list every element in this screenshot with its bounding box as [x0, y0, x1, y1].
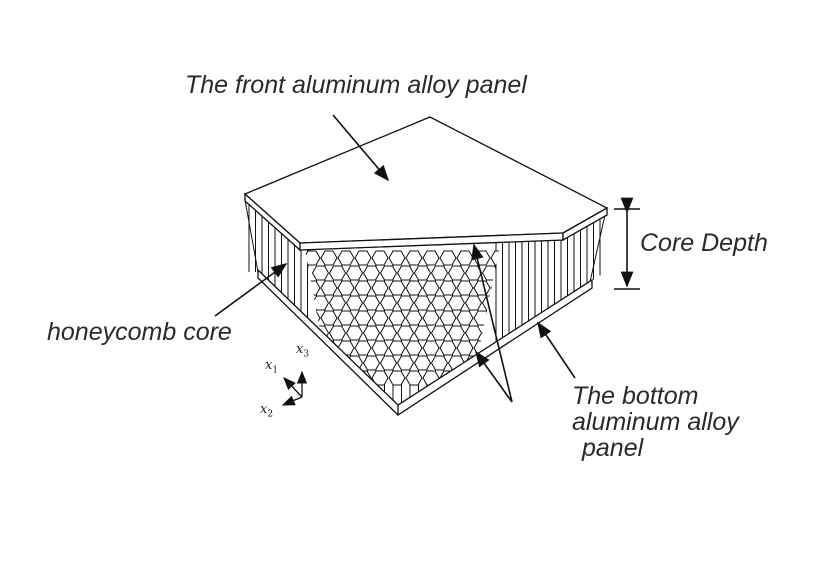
bottom-panel-arrow-3: [475, 350, 513, 403]
hex-cell: [362, 265, 381, 281]
coordinate-axes: [281, 370, 308, 406]
hex-cell: [362, 355, 381, 371]
hex-cell: [320, 310, 338, 326]
hex-cell: [447, 265, 466, 281]
hex-cell: [379, 295, 398, 311]
hex-cell: [405, 340, 423, 356]
hex-cell: [464, 325, 483, 341]
hex-cell: [430, 295, 449, 311]
hex-cell: [422, 250, 440, 266]
hex-cell: [422, 310, 440, 326]
hex-cell: [405, 280, 423, 296]
hex-cell: [311, 265, 330, 281]
hex-cell: [345, 295, 364, 311]
hex-cell: [371, 340, 389, 356]
hex-cell: [413, 325, 432, 341]
hex-cell: [388, 280, 406, 296]
hex-cell: [473, 280, 491, 296]
hex-cell: [388, 250, 406, 266]
hex-cell: [328, 295, 347, 311]
bottom-panel-arrow-2: [471, 243, 513, 403]
hex-cell: [413, 295, 432, 311]
hex-cell: [371, 280, 389, 296]
hex-cell: [396, 355, 415, 371]
bottom-panel-label-1: The bottom: [572, 382, 699, 410]
axis-x3-label: x3: [296, 342, 310, 360]
hex-cell: [362, 325, 381, 341]
front-panel: [243, 116, 609, 252]
hex-cell: [354, 250, 372, 266]
hex-cell: [371, 310, 389, 326]
honeycomb-core-arrow: [214, 263, 288, 317]
hex-cell: [305, 370, 321, 386]
hex-cell: [447, 295, 466, 311]
bottom-panel-label-3: panel: [582, 434, 644, 462]
hex-cell: [456, 250, 474, 266]
hex-cell: [422, 340, 440, 356]
hex-cell: [345, 325, 364, 341]
hex-cell: [311, 355, 330, 371]
hex-cell: [439, 340, 457, 356]
hex-cell: [439, 310, 457, 326]
hex-cell: [337, 250, 355, 266]
bottom-panel: [257, 268, 593, 416]
front-panel-label: The front aluminum alloy panel: [185, 71, 527, 99]
hex-cell: [320, 250, 338, 266]
hex-cell: [388, 370, 406, 386]
hex-cell: [320, 280, 338, 296]
axis-x2-label: x2: [260, 402, 274, 420]
hex-cell: [379, 265, 398, 281]
hex-cell: [405, 310, 423, 326]
hex-cell: [328, 265, 347, 281]
hex-cell: [430, 325, 449, 341]
hex-cell: [405, 370, 423, 386]
hex-cell: [439, 280, 457, 296]
hex-cell: [388, 340, 406, 356]
hex-cell: [405, 250, 423, 266]
arrows: [214, 114, 640, 403]
hex-cell: [354, 340, 372, 356]
hex-cell: [388, 310, 406, 326]
bottom-panel-label-2: aluminum alloy: [572, 408, 739, 436]
hex-cell: [371, 250, 389, 266]
hex-cell: [413, 355, 432, 371]
hex-cell: [430, 355, 449, 371]
hex-cell: [396, 325, 415, 341]
hex-cell: [447, 325, 466, 341]
hex-cell: [362, 295, 381, 311]
hex-cell: [456, 340, 474, 356]
hex-cell: [456, 280, 474, 296]
hex-cell: [464, 295, 483, 311]
hex-cell: [396, 295, 415, 311]
bottom-panel-arrow: [537, 321, 576, 379]
hex-cell: [379, 355, 398, 371]
hex-cell: [430, 265, 449, 281]
honeycomb-core-label: honeycomb core: [47, 318, 232, 346]
hex-cell: [456, 310, 474, 326]
hex-cell: [473, 370, 491, 386]
axis-x1-label: x1: [265, 358, 279, 376]
core-depth-label: Core Depth: [640, 229, 768, 257]
hex-cell: [354, 310, 372, 326]
hex-cell: [422, 280, 440, 296]
hex-cell: [379, 325, 398, 341]
hex-cell: [320, 370, 338, 386]
hex-cell: [345, 265, 364, 281]
hex-cell: [413, 265, 432, 281]
hex-cell: [328, 325, 347, 341]
hex-cell: [439, 250, 457, 266]
front-panel-arrow: [332, 114, 390, 182]
hex-cell: [396, 265, 415, 281]
hex-cell: [337, 280, 355, 296]
hex-cell: [354, 280, 372, 296]
hex-cell: [337, 370, 355, 386]
hex-cell: [337, 310, 355, 326]
